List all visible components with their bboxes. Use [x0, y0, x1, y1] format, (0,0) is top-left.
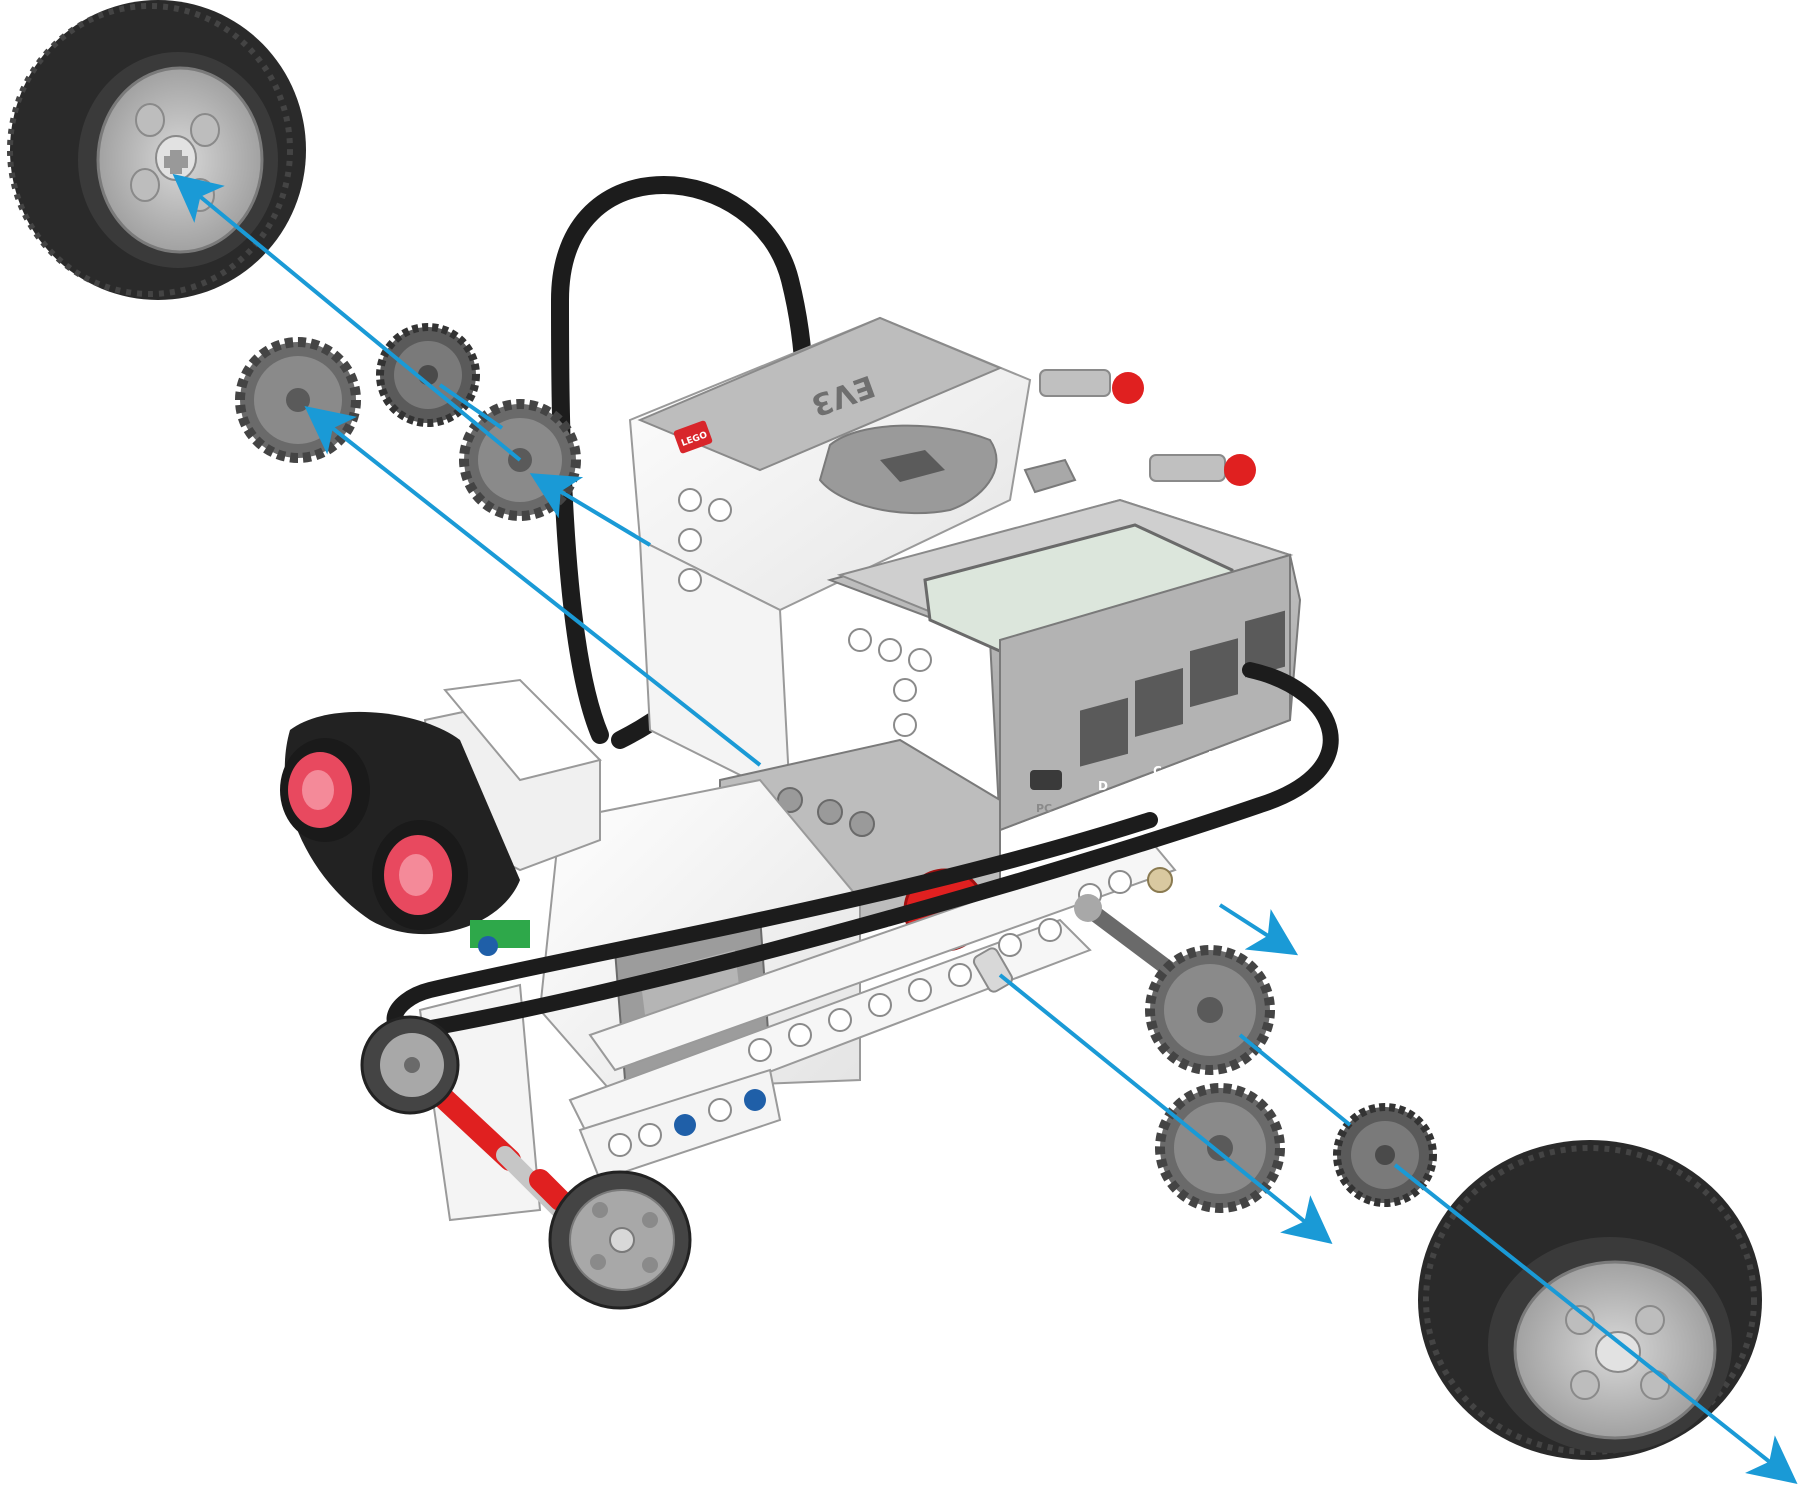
- lego-logo: LEGO: [673, 420, 713, 454]
- arrow-gear-mid: [529, 473, 652, 547]
- arrow-wheel-right: [1393, 1163, 1798, 1484]
- pc-port-label: PC: [1036, 802, 1052, 815]
- ev3-brick: EV3 LEGO D: [628, 316, 1302, 832]
- red-connector-pins: [1039, 369, 1256, 486]
- motor-port-d-label: D: [1098, 779, 1108, 793]
- gear-left-small: [376, 323, 480, 427]
- motor-port-a-label: A: [1258, 734, 1268, 748]
- arrow-gear-left: [304, 406, 762, 767]
- gear-left-large: [235, 337, 361, 463]
- motor-port-c[interactable]: C: [1135, 668, 1183, 778]
- ultrasonic-sensor: [280, 678, 602, 956]
- motor-port-a[interactable]: A: [1245, 610, 1285, 748]
- arrow-wheel-left: [172, 173, 522, 462]
- pc-port[interactable]: PC: [1030, 770, 1062, 815]
- assembly-arrows: [172, 173, 1798, 1484]
- arrow-gear-right: [998, 973, 1333, 1245]
- arrow-gear-small-left: [438, 383, 504, 430]
- back-button[interactable]: [1023, 458, 1077, 494]
- motor-ports: D C B A: [1080, 610, 1285, 793]
- wheel-top-left: [7, 0, 306, 300]
- arrow-gear-right-upper: [1238, 1033, 1352, 1127]
- center-button[interactable]: [880, 450, 945, 482]
- gear-right-upper: [1145, 945, 1275, 1075]
- motor-port-c-label: C: [1153, 764, 1162, 778]
- caster-wheel-right: [548, 1170, 692, 1310]
- arrow-rear-axle: [1218, 903, 1299, 956]
- cable-long: [386, 662, 1339, 1039]
- motor-port-b[interactable]: B: [1190, 638, 1238, 763]
- motor-port-d[interactable]: D: [1080, 697, 1128, 793]
- wheel-bottom-right: [1418, 1140, 1762, 1460]
- brick-button-pad[interactable]: [818, 424, 1077, 515]
- caster-wheel-left: [360, 1015, 460, 1115]
- gear-right-lower: [1155, 1083, 1285, 1213]
- motor-port-b-label: B: [1208, 749, 1217, 763]
- gear-right-small: [1333, 1103, 1437, 1207]
